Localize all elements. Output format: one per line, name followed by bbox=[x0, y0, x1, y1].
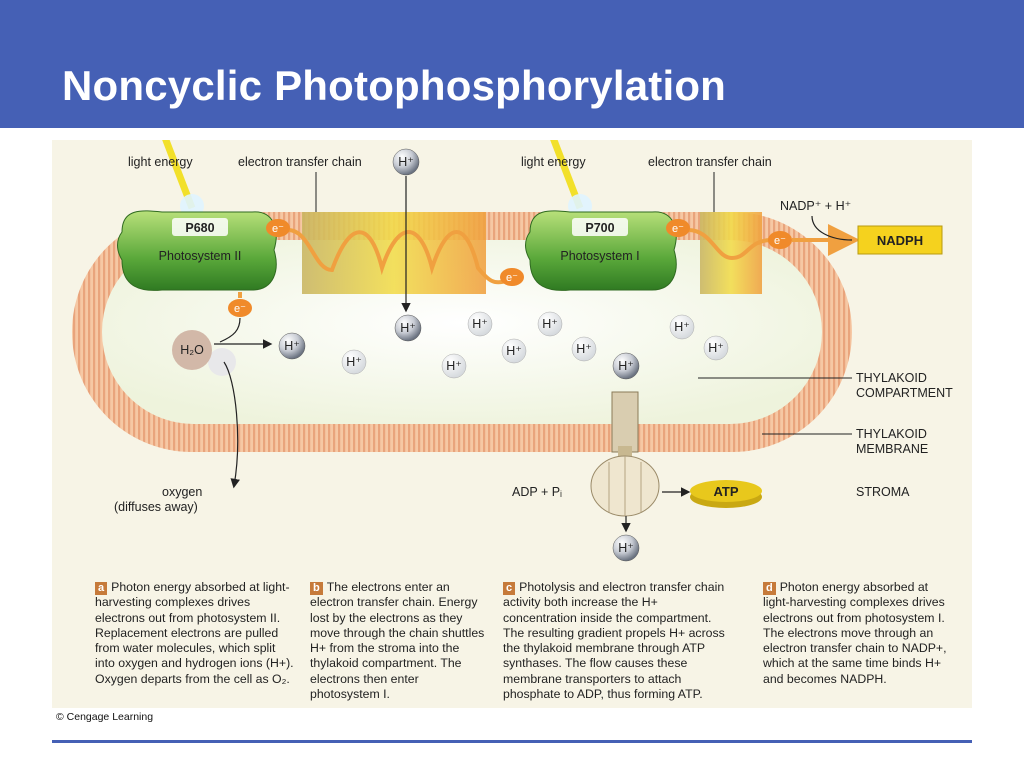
proton-faint-6: H⁺ bbox=[571, 336, 597, 362]
svg-text:H⁺: H⁺ bbox=[618, 541, 634, 555]
svg-text:H⁺: H⁺ bbox=[284, 339, 300, 353]
stroma-label: STROMA bbox=[856, 485, 910, 499]
thylakoid-membrane-label-2: MEMBRANE bbox=[856, 442, 928, 456]
proton-faint-3: H⁺ bbox=[341, 349, 367, 375]
etc-label-1: electron transfer chain bbox=[238, 155, 362, 169]
adp-pi-label: ADP + Pᵢ bbox=[512, 485, 562, 499]
proton-from-water: H⁺ bbox=[278, 332, 306, 360]
svg-text:H⁺: H⁺ bbox=[472, 317, 488, 331]
svg-text:H⁺: H⁺ bbox=[576, 342, 592, 356]
oxygen-arrow bbox=[223, 361, 240, 489]
svg-text:H⁺: H⁺ bbox=[618, 359, 634, 373]
electron-transfer-chain-1 bbox=[302, 212, 486, 294]
thylakoid-compartment-label-2: COMPARTMENT bbox=[856, 386, 953, 400]
proton-stroma-top: H⁺ bbox=[392, 148, 420, 176]
p700-plate bbox=[572, 218, 628, 236]
thylakoid-diagram: P680 Photosystem II P700 Photosystem I e… bbox=[72, 140, 953, 562]
nadph-label: NADPH bbox=[877, 233, 923, 248]
nadp-line bbox=[811, 215, 853, 241]
p700-label: P700 bbox=[585, 221, 614, 235]
atp-synthase bbox=[590, 391, 660, 517]
svg-text:H⁺: H⁺ bbox=[674, 320, 690, 334]
light-energy-label-1: light energy bbox=[128, 155, 193, 169]
proton-lumen-1: H⁺ bbox=[394, 314, 422, 342]
nadp-label: NADP⁺ + H⁺ bbox=[780, 199, 851, 213]
electron-1: e⁻ bbox=[266, 219, 290, 237]
proton-faint-1: H⁺ bbox=[467, 311, 493, 337]
svg-text:e⁻: e⁻ bbox=[774, 235, 786, 247]
light-energy-label-2: light energy bbox=[521, 155, 586, 169]
slide-title: Noncyclic Photophosphorylation bbox=[62, 62, 727, 109]
photosystem-1 bbox=[525, 210, 677, 291]
svg-text:H⁺: H⁺ bbox=[400, 321, 416, 335]
proton-faint-2: H⁺ bbox=[537, 311, 563, 337]
copyright-credit: © Cengage Learning bbox=[56, 711, 154, 723]
proton-faint-8: H⁺ bbox=[703, 335, 729, 361]
oxygen-diffuses-label: (diffuses away) bbox=[114, 500, 198, 514]
svg-text:H⁺: H⁺ bbox=[708, 341, 724, 355]
proton-faint-5: H⁺ bbox=[501, 338, 527, 364]
atp-disc: ATP bbox=[690, 480, 762, 508]
electron-transfer-chain-2 bbox=[700, 212, 762, 294]
caption-c-tag: c bbox=[503, 582, 516, 595]
caption-c-text: Photolysis and electron transfer chain a… bbox=[503, 580, 725, 702]
water-molecule: H₂O bbox=[172, 330, 236, 376]
caption-b-text: The electrons enter an electron transfer… bbox=[310, 580, 485, 702]
svg-text:e⁻: e⁻ bbox=[672, 223, 684, 235]
svg-text:H⁺: H⁺ bbox=[346, 355, 362, 369]
photosystem-2-label: Photosystem II bbox=[159, 249, 242, 263]
thylakoid-compartment-label-1: THYLAKOID bbox=[856, 371, 927, 385]
svg-text:e⁻: e⁻ bbox=[506, 272, 518, 284]
atp-label: ATP bbox=[713, 484, 738, 499]
nadph-box bbox=[857, 225, 943, 255]
caption-a-tag: a bbox=[95, 582, 108, 595]
caption-d-tag: d bbox=[763, 582, 776, 595]
svg-text:H⁺: H⁺ bbox=[446, 359, 462, 373]
proton-faint-7: H⁺ bbox=[669, 314, 695, 340]
caption-b-tag: b bbox=[310, 582, 323, 595]
water-electron-line bbox=[219, 317, 241, 343]
proton-faint-4: H⁺ bbox=[441, 353, 467, 379]
electron-2: e⁻ bbox=[500, 268, 524, 286]
water-label: H₂O bbox=[180, 343, 204, 357]
electron-5: e⁻ bbox=[228, 299, 252, 317]
proton-stroma-exit: H⁺ bbox=[612, 534, 640, 562]
svg-text:H⁺: H⁺ bbox=[506, 344, 522, 358]
proton-synthase-entry: H⁺ bbox=[612, 352, 640, 380]
electron-3: e⁻ bbox=[666, 219, 690, 237]
caption-d-text: Photon energy absorbed at light-harvesti… bbox=[763, 580, 947, 686]
svg-text:e⁻: e⁻ bbox=[272, 223, 284, 235]
photosystem-1-label: Photosystem I bbox=[560, 249, 639, 263]
svg-text:H⁺: H⁺ bbox=[542, 317, 558, 331]
photosystem-2 bbox=[117, 210, 277, 291]
slide-header: Noncyclic Photophosphorylation bbox=[0, 0, 1024, 128]
oxygen-label: oxygen bbox=[162, 485, 202, 499]
svg-text:H⁺: H⁺ bbox=[398, 155, 414, 169]
p680-label: P680 bbox=[185, 221, 214, 235]
electron-path-1 bbox=[287, 228, 509, 285]
electron-path-2 bbox=[687, 228, 773, 261]
footer-rule bbox=[52, 740, 972, 743]
svg-text:e⁻: e⁻ bbox=[234, 303, 246, 315]
electron-4: e⁻ bbox=[768, 231, 792, 249]
thylakoid-membrane-label-1: THYLAKOID bbox=[856, 427, 927, 441]
etc-label-2: electron transfer chain bbox=[648, 155, 772, 169]
p680-plate bbox=[172, 218, 228, 236]
caption-a-text: Photon energy absorbed at light-harvesti… bbox=[95, 580, 294, 686]
